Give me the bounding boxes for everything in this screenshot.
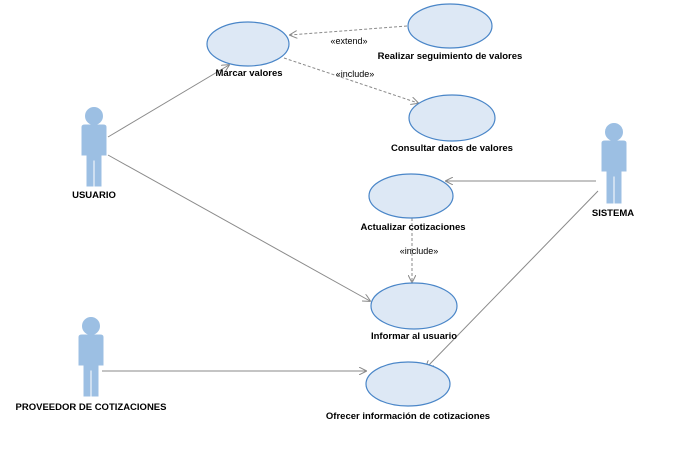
assoc-usuario-informar — [107, 154, 370, 301]
use-case-marcar-valores[interactable] — [206, 21, 290, 67]
use-case-actualizar-cotizaciones-label: Actualizar cotizaciones — [360, 222, 465, 233]
extend-label: «extend» — [330, 36, 367, 46]
include-label-informar: «include» — [400, 246, 439, 256]
actor-sistema-head — [605, 123, 623, 141]
extend-seguimiento-marcar — [290, 25, 408, 35]
actor-usuario[interactable] — [81, 107, 107, 187]
use-case-ofrecer-informacion-label: Ofrecer información de cotizaciones — [326, 411, 490, 422]
actor-usuario-torso — [81, 124, 107, 187]
actor-proveedor-head — [82, 317, 100, 335]
actor-sistema[interactable] — [601, 123, 627, 204]
use-case-marcar-valores-label: Marcar valores — [215, 68, 282, 79]
assoc-usuario-marcar — [107, 65, 229, 138]
use-case-consultar-datos-label: Consultar datos de valores — [391, 143, 513, 154]
actor-usuario-head — [85, 107, 103, 125]
use-case-actualizar-cotizaciones[interactable] — [368, 173, 454, 219]
use-case-realizar-seguimiento[interactable] — [407, 3, 493, 49]
use-case-informar-usuario-label: Informar al usuario — [371, 331, 457, 342]
use-case-ofrecer-informacion[interactable] — [365, 361, 451, 407]
actor-sistema-torso — [601, 140, 627, 204]
actor-proveedor-torso — [78, 334, 104, 397]
use-case-realizar-seguimiento-label: Realizar seguimiento de valores — [378, 51, 523, 62]
use-case-informar-usuario[interactable] — [370, 282, 458, 330]
actor-sistema-label: SISTEMA — [592, 208, 634, 219]
include-marcar-consultar — [283, 57, 418, 103]
actor-proveedor-label: PROVEEDOR DE COTIZACIONES — [16, 402, 167, 413]
actor-usuario-label: USUARIO — [72, 190, 116, 201]
use-case-consultar-datos[interactable] — [408, 94, 496, 142]
include-label-consultar: «include» — [336, 69, 375, 79]
assoc-sistema-ofrecer — [426, 190, 599, 368]
actor-proveedor[interactable] — [78, 317, 104, 397]
